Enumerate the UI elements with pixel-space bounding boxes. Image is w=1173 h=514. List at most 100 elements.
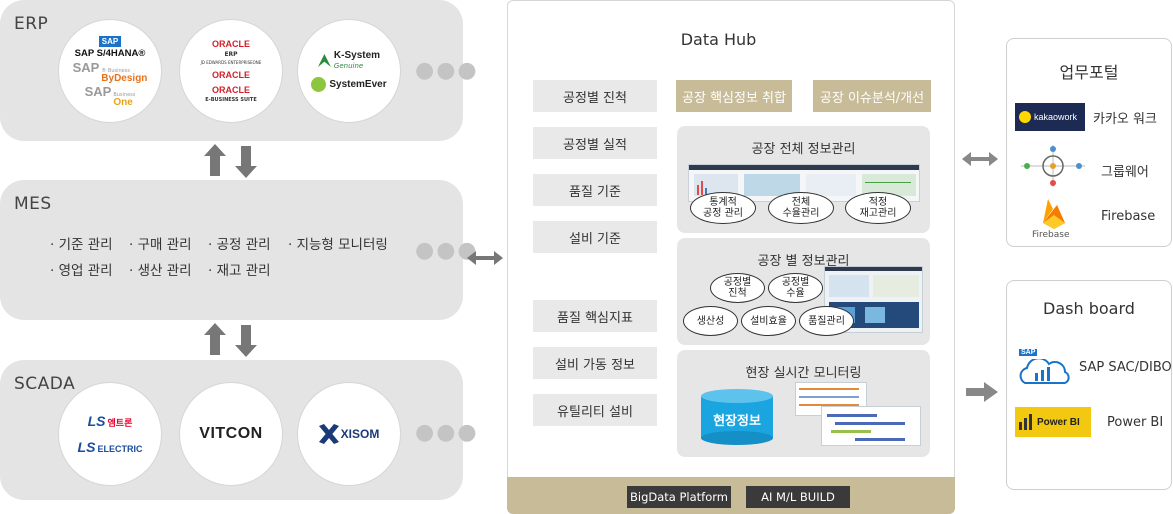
ai-ml-build-label: AI M/L BUILD <box>746 486 850 508</box>
kakaowork-text: kakaowork <box>1034 112 1078 122</box>
ls-electric-mark: LS <box>77 439 96 455</box>
mes-item: · 공정 관리 <box>208 237 271 253</box>
oracle-logo-circle: ORACLE ERP JD EDWARDS ENTERPRISEONE ORAC… <box>179 19 283 123</box>
hub-left-bidirectional-arrow <box>467 251 503 265</box>
sap-one-business: Business <box>113 91 136 98</box>
hub-left-item: 공정별 진척 <box>533 80 657 112</box>
hub-portal-bidirectional-arrow <box>962 152 998 166</box>
monitoring-screenshot <box>795 382 923 446</box>
hub-box2-ellipse: 품질관리 <box>799 306 854 336</box>
oracle-ebs-label: E-BUSINESS SUITE <box>205 97 257 103</box>
hub-box2-ellipse: 생산성 <box>683 306 738 336</box>
sap-sac-icon: SAP <box>1015 349 1075 387</box>
erp-title: ERP <box>14 14 49 34</box>
sap-badge: SAP <box>98 35 122 47</box>
sap-sac-badge: SAP <box>1019 349 1038 356</box>
hub-box2-ellipse: 공정별 수율 <box>768 273 823 303</box>
xisom-logo-circle: XISOM <box>297 382 401 486</box>
down-arrow-icon <box>235 325 257 357</box>
oracle-erp-brand: ORACLE <box>212 39 250 49</box>
xisom-logo: XISOM <box>340 427 380 441</box>
hub-left-item: 설비 가동 정보 <box>533 347 657 379</box>
sap-bydesign-sap: SAP <box>72 59 100 75</box>
scada-title: SCADA <box>14 374 76 394</box>
mes-item: · 구매 관리 <box>129 237 192 253</box>
cylinder-label: 현장정보 <box>713 414 761 429</box>
power-bi-text: Power BI <box>1037 416 1080 428</box>
dashboard-item-label: SAP SAC/DIBO <box>1079 360 1172 375</box>
systemever-name: SystemEver <box>329 78 387 90</box>
data-hub-footer <box>507 477 955 514</box>
oracle-ebs-brand: ORACLE <box>212 85 250 95</box>
ls-logo-circle: LS 엠트론 LS ELECTRIC <box>58 382 162 486</box>
more-dots-icon: ●●● <box>415 420 479 445</box>
dashboard-title: Dash board <box>1043 299 1135 318</box>
portal-title: 업무포털 <box>1059 63 1119 82</box>
mes-item: · 영업 관리 <box>50 263 113 279</box>
up-arrow-icon <box>204 144 226 176</box>
hub-tag-issue-analysis: 공장 이슈분석/개선 <box>813 80 931 112</box>
groupware-icon <box>1021 145 1085 187</box>
hub-box-title: 현장 실시간 모니터링 <box>745 366 862 381</box>
hub-left-item: 품질 핵심지표 <box>533 300 657 332</box>
ksystem-sub: Genuine <box>333 61 364 70</box>
sap-bydesign-business: ® Business <box>101 67 130 74</box>
erp-panel: ERP SAP SAP S/4HANA® SAP ® Business ByDe… <box>0 0 477 141</box>
erp-mes-arrows <box>204 144 257 178</box>
sap-logo: SAP SAP S/4HANA® SAP ® Business ByDesign… <box>72 35 147 108</box>
portal-item-label: Firebase <box>1101 209 1156 224</box>
database-cylinder-icon <box>701 389 773 445</box>
mes-item: · 재고 관리 <box>208 263 271 279</box>
dashboard-panel: Dash board SAP SAP SAC/DIBO Power BI Pow… <box>1006 280 1172 490</box>
hub-left-item: 유틸리티 설비 <box>533 394 657 426</box>
hub-box1-ellipse: 통계적 공정 관리 <box>690 192 756 224</box>
more-dots-icon: ●●● <box>415 58 479 83</box>
portal-panel: 업무포털 kakaowork 카카오 워크 그룹웨어 Firebase Fire… <box>1006 38 1172 247</box>
more-dots-icon: ●●● <box>415 238 479 263</box>
data-hub-title: Data Hub <box>680 30 757 49</box>
mes-title: MES <box>14 194 52 214</box>
ls-mtron-name: 엠트론 <box>107 419 133 429</box>
hub-box1-ellipse: 전체 수율관리 <box>768 192 834 224</box>
hub-box2-ellipse: 공정별 진척 <box>710 273 765 303</box>
mes-panel: MES · 기준 관리 · 구매 관리 · 공정 관리 · 지능형 모니터링 ·… <box>0 180 477 320</box>
firebase-icon <box>1043 199 1065 229</box>
factory-screenshot <box>824 266 923 333</box>
ksystem-name: K-System <box>333 49 381 61</box>
hub-tag-core-info: 공장 핵심정보 취합 <box>676 80 792 112</box>
vitcon-logo-circle: VITCON <box>179 382 283 486</box>
hub-box-title: 공장 전체 정보관리 <box>751 142 856 157</box>
down-arrow-icon <box>235 146 257 178</box>
mes-item: · 생산 관리 <box>129 263 192 279</box>
ksystem-icon <box>317 54 331 67</box>
kakaowork-icon: kakaowork <box>1015 103 1085 131</box>
hub-box-overall-info: 공장 전체 정보관리 통계적 공정 관리 전체 수율관리 적정 재고관리 <box>677 126 930 233</box>
power-bi-icon: Power BI <box>1015 407 1091 437</box>
hub-box2-ellipse: 설비효율 <box>741 306 796 336</box>
scada-panel: SCADA LS 엠트론 LS ELECTRIC VITCON XISOM ●●… <box>0 360 477 500</box>
oracle-jde-label: JD EDWARDS ENTERPRISEONE <box>200 60 262 65</box>
sap-one-sap: SAP <box>84 83 112 99</box>
firebase-icon-text: Firebase <box>1032 230 1070 240</box>
mes-item: · 지능형 모니터링 <box>288 237 388 253</box>
hub-box-realtime-monitoring: 현장 실시간 모니터링 현장정보 <box>677 350 930 457</box>
hub-left-item: 설비 기준 <box>533 221 657 253</box>
vitcon-logo: VITCON <box>199 425 263 442</box>
hub-box1-ellipse: 적정 재고관리 <box>845 192 911 224</box>
ksystem-logo-circle: K-System Genuine SystemEver <box>297 19 401 123</box>
hub-box-factory-info: 공장 별 정보관리 공정별 진척 공정별 수율 생산성 설비효율 품질관리 <box>677 238 930 345</box>
bigdata-platform-label: BigData Platform <box>627 486 731 508</box>
xisom-x-icon <box>318 424 339 444</box>
ls-electric-name: ELECTRIC <box>97 444 143 454</box>
sap-s4hana-text: SAP S/4HANA® <box>74 47 146 59</box>
hub-dashboard-arrow <box>966 382 998 402</box>
portal-item-label: 그룹웨어 <box>1101 165 1149 180</box>
ls-mtron-mark: LS <box>87 413 106 429</box>
sap-logo-circle: SAP SAP S/4HANA® SAP ® Business ByDesign… <box>58 19 162 123</box>
hub-left-item: 공정별 실적 <box>533 127 657 159</box>
mes-item: · 기준 관리 <box>50 237 113 253</box>
sap-one-name: One <box>113 96 133 108</box>
oracle-jde-brand: ORACLE <box>212 70 250 80</box>
hub-box-title: 공장 별 정보관리 <box>757 254 850 269</box>
dashboard-item-label: Power BI <box>1107 415 1164 430</box>
